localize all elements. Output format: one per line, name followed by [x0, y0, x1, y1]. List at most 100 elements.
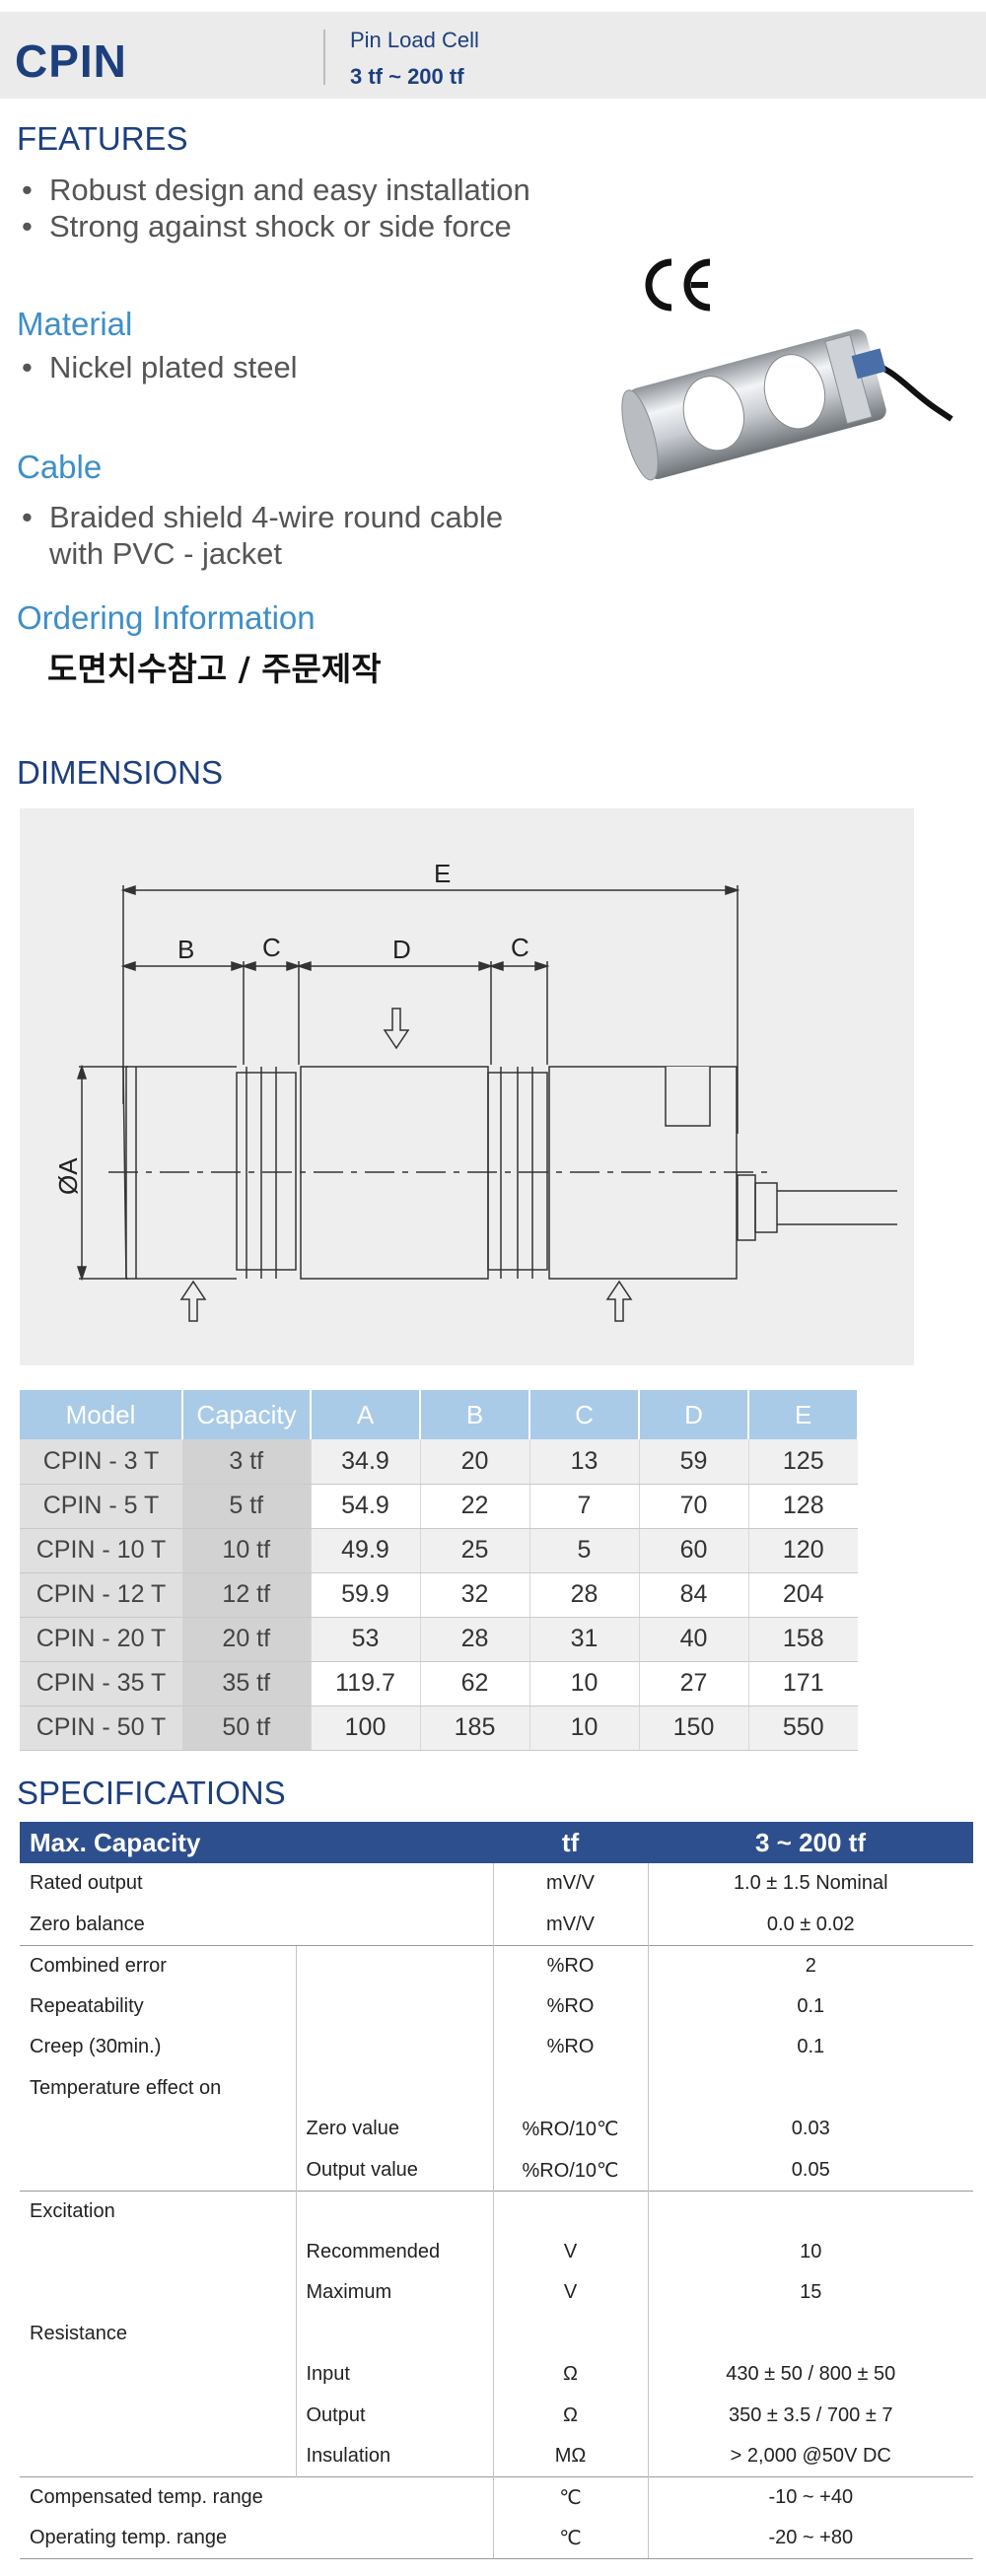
- spec-label: [20, 2354, 296, 2396]
- value-cell: 10: [528, 1706, 639, 1751]
- spec-value: -10 ~ +40: [647, 2476, 973, 2518]
- spec-sublabel: [295, 1944, 493, 1986]
- value-cell: 60: [638, 1528, 748, 1573]
- value-cell: 125: [747, 1439, 858, 1485]
- table-row: Creep (30min.) %RO 0.1: [20, 2027, 973, 2068]
- value-cell: 150: [638, 1706, 748, 1751]
- spec-sublabel: [295, 2313, 493, 2354]
- spec-value: 2: [647, 1944, 973, 1986]
- table-row: Insulation MΩ > 2,000 @50V DC: [20, 2436, 973, 2477]
- spec-sublabel: [295, 2027, 493, 2068]
- spec-value: 10: [647, 2231, 973, 2272]
- column-header: A: [311, 1390, 421, 1439]
- material-heading: Material: [17, 306, 133, 342]
- table-row: Operating temp. range ℃ -20 ~ +80: [20, 2518, 973, 2559]
- spec-sublabel: Output: [295, 2395, 493, 2436]
- value-cell: 70: [638, 1484, 748, 1529]
- spec-unit: [492, 2313, 648, 2354]
- value-cell: 20: [419, 1439, 529, 1485]
- model-title: CPIN: [15, 35, 127, 87]
- value-cell: 54.9: [310, 1484, 420, 1529]
- spec-label: Zero balance: [30, 1913, 145, 1935]
- spec-value: [647, 2190, 973, 2232]
- spec-label: Repeatability: [30, 1994, 144, 2017]
- spec-value: 1.0 ± 1.5 Nominal: [647, 1863, 973, 1905]
- spec-value: [647, 2067, 973, 2109]
- value-cell: 550: [747, 1706, 858, 1751]
- table-row: Temperature effect on: [20, 2067, 973, 2109]
- spec-sublabel: [295, 2190, 493, 2232]
- spec-sublabel: Output value: [295, 2149, 493, 2191]
- spec-header-unit: tf: [493, 1822, 648, 1863]
- spec-sublabel: Insulation: [295, 2436, 493, 2477]
- spec-unit: ℃: [492, 2476, 648, 2518]
- spec-unit: %RO: [492, 2027, 648, 2068]
- spec-label: Temperature effect on: [30, 2076, 222, 2099]
- table-row: CPIN - 5 T 5 tf 54.9 22 7 70 128: [20, 1484, 858, 1529]
- spec-value: 15: [647, 2272, 973, 2314]
- specifications-table: Max. Capacity tf 3 ~ 200 tf Rated output…: [20, 1822, 973, 2559]
- column-header: Capacity: [182, 1390, 312, 1439]
- value-cell: 28: [419, 1617, 529, 1662]
- table-row: Compensated temp. range ℃ -10 ~ +40: [20, 2476, 973, 2518]
- table-row: Output Ω 350 ± 3.5 / 700 ± 7: [20, 2395, 973, 2436]
- value-cell: 31: [528, 1617, 639, 1662]
- capacity-cell: 5 tf: [182, 1484, 311, 1529]
- table-row: Output value %RO/10℃ 0.05: [20, 2149, 973, 2191]
- value-cell: 62: [419, 1661, 529, 1706]
- material-item: •Nickel plated steel: [22, 350, 298, 384]
- spec-sublabel: [295, 2067, 493, 2109]
- spec-label: [20, 2272, 296, 2314]
- dim-label-a: ØA: [53, 1157, 83, 1195]
- value-cell: 34.9: [310, 1439, 420, 1485]
- value-cell: 59: [638, 1439, 748, 1485]
- ce-mark-icon: [645, 258, 711, 312]
- dim-label-e: E: [434, 859, 451, 888]
- spec-label: [20, 2436, 296, 2477]
- value-cell: 28: [528, 1572, 639, 1618]
- capacity-cell: 12 tf: [182, 1572, 311, 1618]
- value-cell: 27: [638, 1661, 748, 1706]
- table-row: Recommended V 10: [20, 2231, 973, 2272]
- spec-unit: mV/V: [492, 1863, 648, 1905]
- spec-sublabel: Zero value: [295, 2109, 493, 2150]
- ordering-heading: Ordering Information: [17, 599, 316, 636]
- column-header: B: [420, 1390, 530, 1439]
- dim-label-b: B: [177, 935, 194, 964]
- spec-header-label: Max. Capacity: [20, 1822, 493, 1863]
- model-cell: CPIN - 35 T: [20, 1661, 182, 1706]
- spec-unit: V: [492, 2272, 648, 2314]
- value-cell: 100: [310, 1706, 420, 1751]
- model-cell: CPIN - 50 T: [20, 1706, 182, 1751]
- spec-unit: MΩ: [492, 2436, 648, 2477]
- spec-unit: mV/V: [492, 1904, 648, 1945]
- table-row: Combined error %RO 2: [20, 1944, 973, 1986]
- spec-value: 0.05: [647, 2149, 973, 2191]
- value-cell: 40: [638, 1617, 748, 1662]
- spec-sublabel: Maximum: [295, 2272, 493, 2314]
- spec-value: 350 ± 3.5 / 700 ± 7: [647, 2395, 973, 2436]
- capacity-cell: 10 tf: [182, 1528, 311, 1573]
- model-cell: CPIN - 5 T: [20, 1484, 182, 1529]
- spec-sublabel: [295, 1985, 493, 2027]
- cable-item-continued: with PVC - jacket: [49, 536, 283, 571]
- dimension-table: Model Capacity A B C D E CPIN - 3 T 3 tf…: [20, 1390, 859, 1751]
- capacity-range: 3 tf ~ 200 tf: [350, 64, 464, 89]
- value-cell: 119.7: [310, 1661, 420, 1706]
- table-row: CPIN - 10 T 10 tf 49.9 25 5 60 120: [20, 1528, 858, 1573]
- value-cell: 32: [419, 1572, 529, 1618]
- value-cell: 49.9: [310, 1528, 420, 1573]
- table-row: CPIN - 3 T 3 tf 34.9 20 13 59 125: [20, 1439, 858, 1485]
- model-cell: CPIN - 10 T: [20, 1528, 182, 1573]
- cable-heading: Cable: [17, 449, 103, 485]
- spec-unit: %RO: [492, 1944, 648, 1986]
- value-cell: 7: [528, 1484, 639, 1529]
- value-cell: 120: [747, 1528, 858, 1573]
- dim-label-c: C: [262, 933, 281, 962]
- product-photo: [621, 329, 953, 481]
- value-cell: 10: [528, 1661, 639, 1706]
- spec-header-value: 3 ~ 200 tf: [648, 1822, 973, 1863]
- dimension-drawing: E B C D C ØA: [20, 808, 914, 1365]
- feature-item: •Robust design and easy installation: [22, 173, 530, 207]
- table-row: CPIN - 12 T 12 tf 59.9 32 28 84 204: [20, 1572, 858, 1618]
